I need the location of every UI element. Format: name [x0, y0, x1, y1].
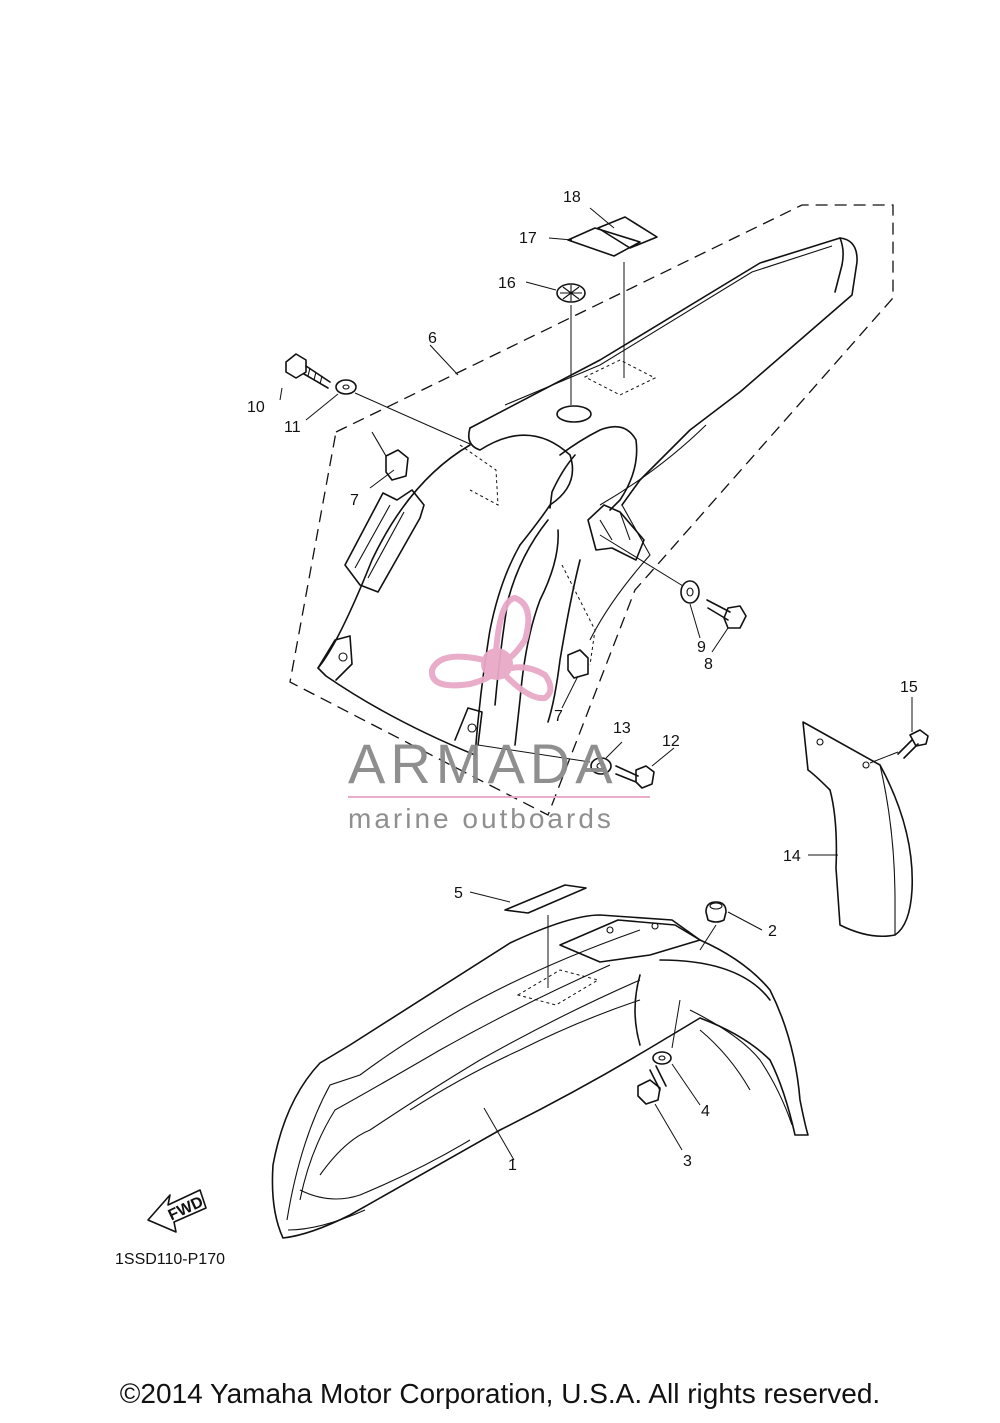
- callout-7-right: 7: [554, 708, 563, 725]
- callout-14: 14: [783, 848, 801, 865]
- callout-11: 11: [284, 419, 301, 436]
- mud-guard-14: [802, 721, 914, 938]
- washer-9: [680, 580, 700, 604]
- screw-15: [897, 729, 929, 759]
- diagram-code: 1SSD110-P170: [115, 1251, 225, 1268]
- collar-13: [590, 757, 612, 775]
- forward-direction-arrow: FWD: [147, 1189, 207, 1233]
- copyright-notice: ©2014 Yamaha Motor Corporation, U.S.A. A…: [119, 1378, 881, 1409]
- callout-1: 1: [508, 1157, 517, 1174]
- callout-9: 9: [697, 639, 706, 656]
- rear-fender: [317, 237, 858, 756]
- front-fender: [271, 914, 809, 1239]
- watermark-subtitle: marine outboards: [348, 803, 614, 834]
- bolt-8: [706, 599, 747, 629]
- callout-4: 4: [701, 1103, 710, 1120]
- callout-18: 18: [563, 189, 581, 206]
- washer-4: [652, 1051, 672, 1065]
- bolt-3: [637, 1065, 667, 1105]
- decal-5: [504, 884, 587, 914]
- bolt-12: [615, 765, 655, 789]
- collar-2: [705, 901, 727, 923]
- watermark-title: ARMADA: [348, 732, 618, 795]
- clip-right: [567, 649, 589, 679]
- callout-5: 5: [454, 885, 463, 902]
- callout-3: 3: [683, 1153, 692, 1170]
- callout-16: 16: [498, 275, 516, 292]
- clip-left: [371, 431, 409, 481]
- callout-12: 12: [662, 733, 680, 750]
- bolt-10: [285, 353, 331, 389]
- svg-text:FWD: FWD: [166, 1194, 206, 1225]
- callout-7-left: 7: [350, 492, 359, 509]
- washer-11: [335, 379, 357, 395]
- callout-17: 17: [519, 230, 537, 247]
- decal-17: [567, 227, 641, 257]
- armada-watermark-logo: ARMADA marine outboards: [348, 594, 650, 834]
- decal-18: [597, 216, 658, 249]
- emblem-16: [556, 283, 586, 303]
- callout-15: 15: [900, 679, 918, 696]
- callout-8: 8: [704, 656, 713, 673]
- rear-fender-group-boundary: [289, 204, 894, 816]
- callout-6: 6: [428, 330, 437, 347]
- callout-10: 10: [247, 399, 265, 416]
- callout-2: 2: [768, 923, 777, 940]
- callout-13: 13: [613, 720, 631, 737]
- propeller-hub: [481, 648, 513, 680]
